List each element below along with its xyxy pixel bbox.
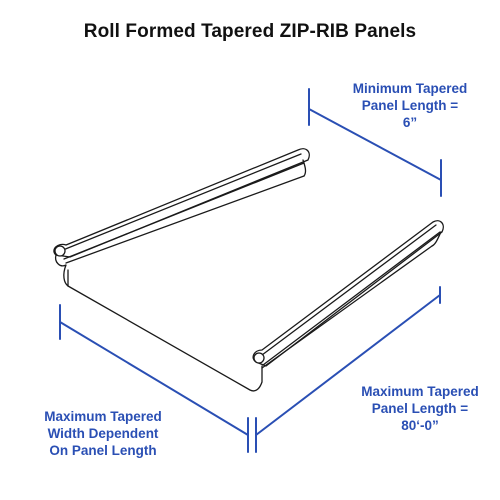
label-max-width-line-3: On Panel Length [49, 443, 157, 458]
label-max-width-line-1: Maximum Tapered [44, 409, 162, 424]
panel-side-edge [261, 245, 433, 369]
panel-front-edge [67, 285, 263, 392]
label-max-length: Maximum Tapered Panel Length = 80‘-0” [335, 383, 500, 434]
label-max-length-line-1: Maximum Tapered [361, 384, 479, 399]
right-rib [252, 220, 444, 367]
diagram-title: Roll Formed Tapered ZIP-RIB Panels [83, 21, 417, 42]
dimension-max-width [59, 304, 249, 453]
label-min-length-line-2: Panel Length = [361, 98, 459, 113]
dimension-lines [59, 88, 442, 453]
label-min-length-line-3: 6” [402, 115, 418, 130]
zip-rib-panel [53, 148, 444, 392]
panel-back-edge [65, 175, 305, 264]
label-max-length-line-3: 80‘-0” [401, 418, 439, 433]
label-max-width: Maximum Tapered Width Dependent On Panel… [18, 408, 188, 459]
panel-pan-surface [68, 174, 425, 372]
dimension-min-length [308, 88, 442, 197]
label-min-length: Minimum Tapered Panel Length = 6” [325, 80, 495, 131]
label-max-width-line-2: Width Dependent [47, 426, 159, 441]
dimension-max-length [255, 286, 441, 453]
label-max-length-line-2: Panel Length = [371, 401, 469, 416]
label-min-length-line-1: Minimum Tapered [352, 81, 468, 96]
left-rib [53, 148, 310, 287]
